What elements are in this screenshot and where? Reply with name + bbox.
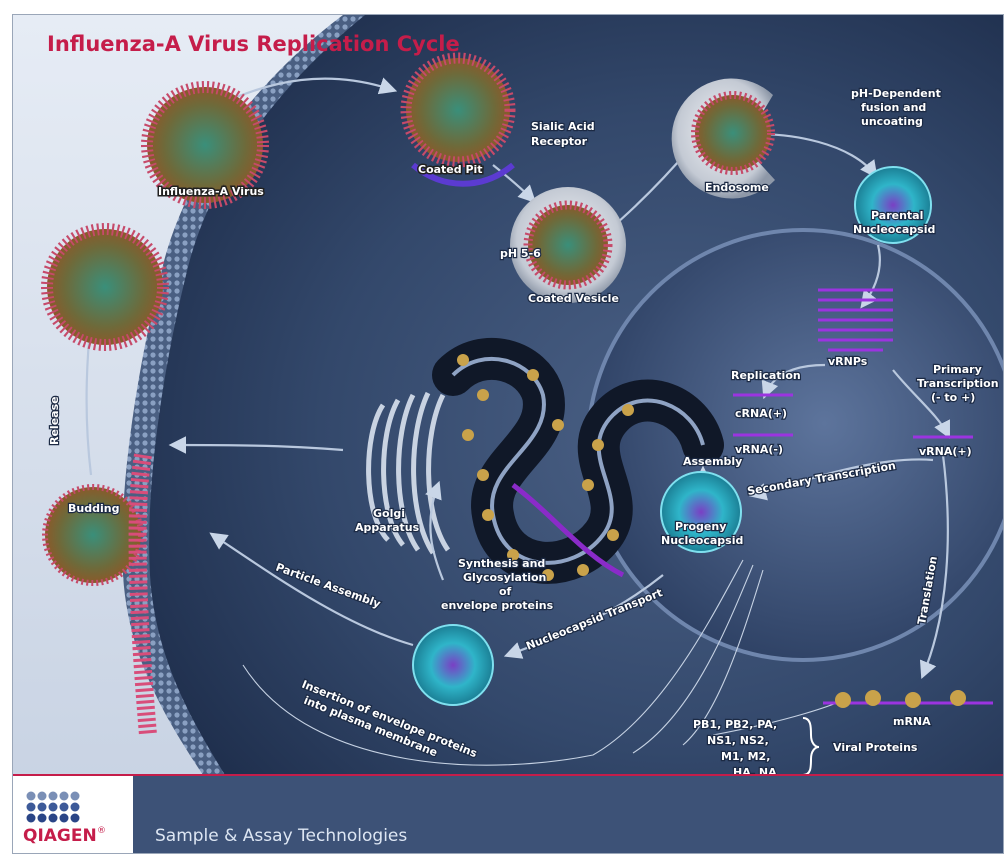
label-release: Release: [48, 396, 61, 445]
label-endosome: Endosome: [705, 181, 769, 194]
transported-nucleocapsid: [413, 625, 493, 705]
label-primary-2: Transcription: [917, 377, 999, 390]
label-parental-2: Nucleocapsid: [853, 223, 935, 236]
vrnp-strands: [818, 290, 893, 350]
released-virus-particle: [47, 229, 163, 345]
label-synthesis-4: envelope proteins: [441, 599, 554, 612]
label-ph-fusion-1: pH-Dependent: [851, 87, 941, 100]
label-coated-pit: Coated Pit: [418, 163, 483, 176]
label-synthesis-3: of: [499, 585, 512, 598]
label-ph-fusion-2: fusion and: [861, 101, 926, 114]
diagram-canvas: Influenza-A Virus Replication Cycle Infl…: [13, 15, 1004, 854]
label-progeny-2: Nucleocapsid: [661, 534, 743, 547]
label-budding: Budding: [68, 502, 119, 515]
label-sialic-acid-2: Receptor: [531, 135, 588, 148]
label-vrnps: vRNPs: [828, 355, 868, 368]
label-proteins-1: PB1, PB2, PA,: [693, 718, 777, 731]
label-synthesis-2: Glycosylation: [463, 571, 546, 584]
label-crna: cRNA(+): [735, 407, 787, 420]
label-ph: pH 5-6: [500, 247, 541, 260]
label-influenza-virus: Influenza-A Virus: [158, 185, 264, 198]
label-proteins-2: NS1, NS2,: [707, 734, 769, 747]
label-assembly: Assembly: [683, 455, 742, 468]
label-progeny-1: Progeny: [675, 520, 726, 533]
registered-mark: ®: [97, 826, 106, 836]
footer-tagline: Sample & Assay Technologies: [155, 826, 407, 846]
label-proteins-3: M1, M2,: [721, 750, 770, 763]
label-synthesis-1: Synthesis and: [458, 557, 545, 570]
label-ph-fusion-3: uncoating: [861, 115, 923, 128]
label-mrna: mRNA: [893, 715, 931, 728]
label-sialic-acid-1: Sialic Acid: [531, 120, 595, 133]
label-primary-3: (- to +): [931, 391, 975, 404]
label-golgi-1: Golgi: [373, 507, 405, 520]
label-vrna-plus: vRNA(+): [919, 445, 972, 458]
label-viral-proteins: Viral Proteins: [833, 741, 918, 754]
coated-vesicle: [510, 187, 626, 303]
qiagen-logo: QIAGEN: [23, 826, 97, 846]
diagram-title: Influenza-A Virus Replication Cycle: [47, 32, 460, 56]
label-primary-1: Primary: [933, 363, 982, 376]
qiagen-logo-dots: [27, 792, 80, 823]
label-golgi-2: Apparatus: [355, 521, 420, 534]
label-coated-vesicle: Coated Vesicle: [528, 292, 619, 305]
label-replication: Replication: [731, 369, 801, 382]
label-parental-1: Parental: [871, 209, 923, 222]
replication-cycle-poster: Influenza-A Virus Replication Cycle Infl…: [12, 14, 1004, 854]
